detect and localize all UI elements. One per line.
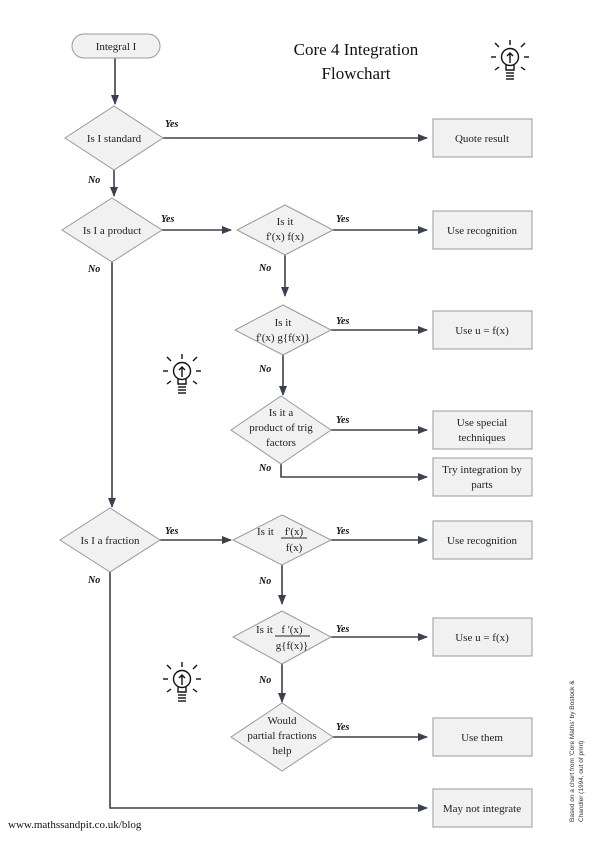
svg-text:Is I standard: Is I standard <box>87 133 142 145</box>
no-label: No <box>258 364 271 375</box>
svg-text:Is it: Is it <box>275 317 292 329</box>
result-use-recognition: Use recognition <box>432 210 533 250</box>
decision-standard: Is I standard <box>64 105 164 171</box>
edge-labels: Yes No Yes No Yes No Yes No Yes No Yes N… <box>87 119 349 733</box>
svg-text:Integral I: Integral I <box>96 41 137 53</box>
decision-product-fprime-f: Is it f'(x) f(x) <box>235 204 335 256</box>
svg-text:Would: Would <box>267 715 297 727</box>
svg-text:g{f(x)}: g{f(x)} <box>276 640 309 652</box>
svg-text:Use recognition: Use recognition <box>447 225 517 237</box>
svg-text:Use recognition: Use recognition <box>447 535 517 547</box>
decision-fraction-fprime-over-gf: Is it f '(x) g{f(x)} <box>231 610 333 665</box>
decision-fraction-fprime-over-f: Is it f'(x) f(x) <box>231 514 333 566</box>
result-use-u-substitution: Use u = f(x) <box>432 617 533 657</box>
yes-label: Yes <box>336 526 349 537</box>
no-label: No <box>258 675 271 686</box>
svg-text:parts: parts <box>471 479 492 491</box>
no-label: No <box>87 575 100 586</box>
svg-text:f(x): f(x) <box>286 542 303 554</box>
yes-label: Yes <box>336 214 349 225</box>
svg-text:Use u = f(x): Use u = f(x) <box>455 325 509 337</box>
yes-label: Yes <box>336 624 349 635</box>
no-label: No <box>87 175 100 186</box>
title-line-1: Core 4 Integration <box>294 40 419 59</box>
lightbulb-icon <box>163 354 201 394</box>
svg-text:product of trig: product of trig <box>249 422 313 434</box>
yes-label: Yes <box>165 119 178 130</box>
result-use-them: Use them <box>432 717 533 757</box>
lightbulb-icon <box>491 40 529 80</box>
credit-line-2: Chandler (1994, out of print) <box>578 741 585 822</box>
footer-url: www.mathssandpit.co.uk/blog <box>8 819 142 831</box>
svg-text:f '(x): f '(x) <box>281 624 303 636</box>
svg-text:Is it: Is it <box>256 624 273 636</box>
yes-label: Yes <box>336 415 349 426</box>
result-may-not-integrate: May not integrate <box>432 788 533 828</box>
decision-partial-fractions: Would partial fractions help <box>230 702 334 772</box>
result-integration-by-parts: Try integration by parts <box>432 457 533 497</box>
result-quote-result: Quote result <box>432 118 533 158</box>
svg-text:Is I a product: Is I a product <box>83 225 141 237</box>
svg-text:Is it: Is it <box>257 526 274 538</box>
edge-prodc-parts <box>280 464 428 481</box>
svg-text:Quote result: Quote result <box>455 133 509 145</box>
svg-text:partial fractions: partial fractions <box>247 730 316 742</box>
svg-text:f'(x) f(x): f'(x) f(x) <box>266 231 304 243</box>
no-label: No <box>87 264 100 275</box>
start-node: Integral I <box>71 33 161 59</box>
svg-text:techniques: techniques <box>458 432 505 444</box>
result-use-special-techniques: Use special techniques <box>432 410 533 450</box>
svg-text:May not integrate: May not integrate <box>443 803 521 815</box>
credit-line-1: Based on a chart from 'Core Maths' by Bo… <box>569 680 576 822</box>
svg-text:Use u = f(x): Use u = f(x) <box>455 632 509 644</box>
svg-text:Use special: Use special <box>457 417 507 429</box>
title-line-2: Flowchart <box>322 64 391 83</box>
yes-label: Yes <box>161 214 174 225</box>
svg-text:Try integration by: Try integration by <box>442 464 522 476</box>
svg-text:Is I a fraction: Is I a fraction <box>81 535 140 547</box>
svg-text:factors: factors <box>266 437 296 449</box>
edge-fraction-maynot <box>109 572 428 812</box>
edges <box>108 58 428 812</box>
svg-text:f'(x): f'(x) <box>285 526 304 538</box>
yes-label: Yes <box>165 526 178 537</box>
decision-fraction: Is I a fraction <box>59 507 161 573</box>
svg-text:Is it a: Is it a <box>269 407 294 419</box>
no-label: No <box>258 463 271 474</box>
decision-product-fprime-gf: Is it f'(x) g{f(x)} <box>233 304 333 356</box>
decision-trig-product: Is it a product of trig factors <box>230 395 332 465</box>
svg-text:f'(x) g{f(x)}: f'(x) g{f(x)} <box>256 332 310 344</box>
no-label: No <box>258 263 271 274</box>
result-use-recognition: Use recognition <box>432 520 533 560</box>
yes-label: Yes <box>336 722 349 733</box>
yes-label: Yes <box>336 316 349 327</box>
svg-text:Use them: Use them <box>461 732 503 744</box>
svg-text:help: help <box>273 745 292 757</box>
lightbulb-icon <box>163 662 201 702</box>
svg-text:Is it: Is it <box>277 216 294 228</box>
no-label: No <box>258 576 271 587</box>
credit-note: Based on a chart from 'Core Maths' by Bo… <box>569 680 585 822</box>
decision-product: Is I a product <box>61 197 163 263</box>
result-use-u-substitution: Use u = f(x) <box>432 310 533 350</box>
